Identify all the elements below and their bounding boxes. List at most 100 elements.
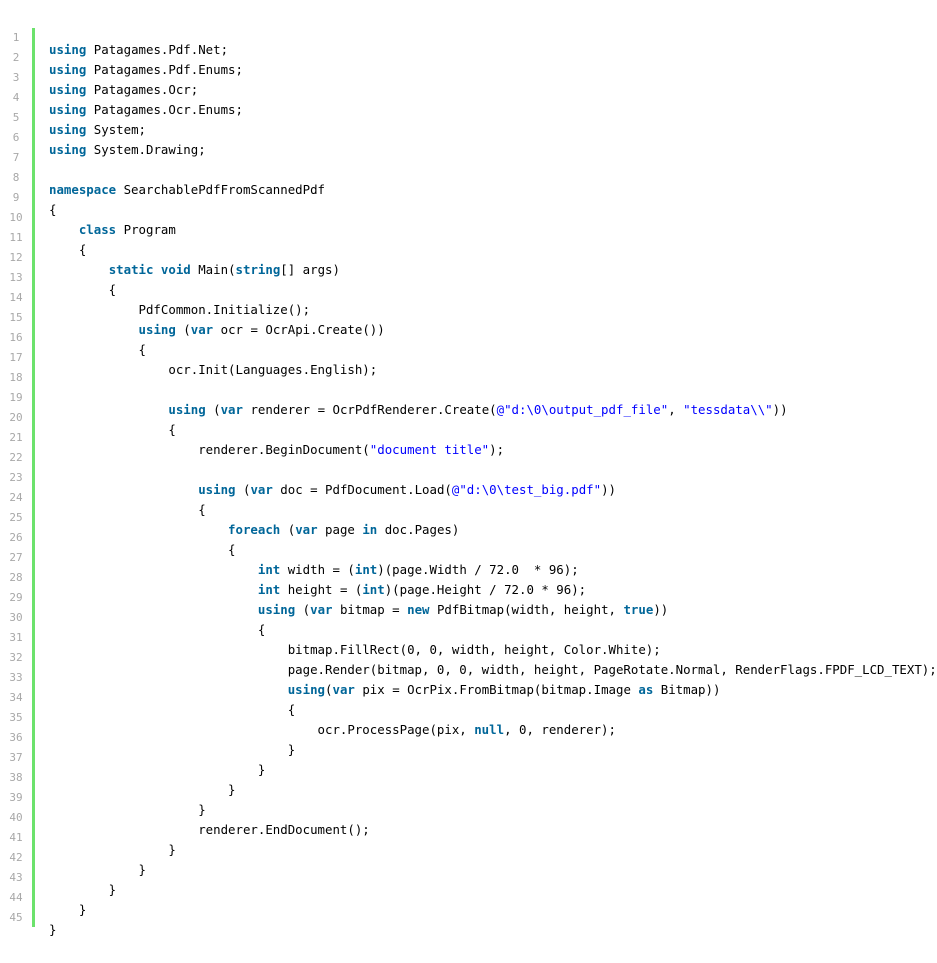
line-number: 33 (9, 671, 23, 684)
code-text: [] args) (280, 262, 340, 277)
line-number: 15 (9, 311, 23, 324)
code-text (153, 262, 160, 277)
line-number: 3 (12, 71, 20, 84)
code-line: { (49, 540, 937, 560)
code-text: width = ( (280, 562, 355, 577)
line-number: 7 (12, 151, 20, 164)
code-line: { (49, 240, 937, 260)
code-text: height = ( (280, 582, 363, 597)
code-text (49, 402, 168, 417)
code-keyword: new (407, 602, 430, 617)
code-line (49, 380, 937, 400)
code-text: page.Render(bitmap, 0, 0, width, height,… (49, 662, 937, 677)
code-text: ( (235, 482, 251, 497)
code-text: Main( (190, 262, 236, 277)
line-number: 25 (9, 511, 23, 524)
code-line: static void Main(string[] args) (49, 260, 937, 280)
line-number: 11 (9, 231, 23, 244)
code-keyword: var (295, 522, 318, 537)
code-keyword: using (49, 62, 87, 77)
line-number: 32 (9, 651, 23, 664)
line-number: 8 (12, 171, 20, 184)
code-text: ( (205, 402, 221, 417)
code-line: int width = (int)(page.Width / 72.0 * 96… (49, 560, 937, 580)
code-string: @"d:\0\test_big.pdf" (451, 482, 602, 497)
code-keyword: var (220, 402, 243, 417)
code-text: ( (280, 522, 296, 537)
line-number: 28 (9, 571, 23, 584)
code-line: bitmap.FillRect(0, 0, width, height, Col… (49, 640, 937, 660)
code-text (49, 602, 258, 617)
line-number: 5 (12, 111, 20, 124)
line-number: 1 (12, 31, 20, 44)
line-number: 36 (9, 731, 23, 744)
code-text: renderer = OcrPdfRenderer.Create( (242, 402, 497, 417)
code-line: page.Render(bitmap, 0, 0, width, height,… (49, 660, 937, 680)
line-number: 13 (9, 271, 23, 284)
code-keyword: using (49, 142, 87, 157)
line-number: 38 (9, 771, 23, 784)
code-line: using Patagames.Ocr; (49, 80, 937, 100)
code-line: class Program (49, 220, 937, 240)
code-text: ( (175, 322, 191, 337)
code-keyword: using (49, 102, 87, 117)
code-line: using System.Drawing; (49, 140, 937, 160)
code-keyword: using (138, 322, 176, 337)
code-line: using (var bitmap = new PdfBitmap(width,… (49, 600, 937, 620)
code-text: { (49, 622, 266, 637)
code-keyword: using (49, 42, 87, 57)
code-text: } (49, 882, 117, 897)
line-number: 37 (9, 751, 23, 764)
code-text: )(page.Width / 72.0 * 96); (377, 562, 579, 577)
line-number: 40 (9, 811, 23, 824)
code-text: } (49, 902, 87, 917)
code-line: ocr.ProcessPage(pix, null, 0, renderer); (49, 720, 937, 740)
code-text: System.Drawing; (86, 142, 206, 157)
code-text: )(page.Height / 72.0 * 96); (384, 582, 587, 597)
code-text: ocr = OcrApi.Create()) (213, 322, 385, 337)
code-text: doc = PdfDocument.Load( (272, 482, 452, 497)
code-text (49, 522, 228, 537)
line-number: 21 (9, 431, 23, 444)
code-text: ( (325, 682, 333, 697)
code-keyword: using (287, 682, 326, 697)
code-line: using Patagames.Pdf.Enums; (49, 60, 937, 80)
code-keyword: using (49, 82, 87, 97)
code-line: int height = (int)(page.Height / 72.0 * … (49, 580, 937, 600)
gutter-border (32, 28, 35, 927)
code-line: foreach (var page in doc.Pages) (49, 520, 937, 540)
line-number: 31 (9, 631, 23, 644)
code-text: { (49, 542, 236, 557)
line-number: 22 (9, 451, 23, 464)
line-number: 39 (9, 791, 23, 804)
code-keyword: in (362, 522, 378, 537)
code-text: { (49, 282, 117, 297)
code-line: using (var renderer = OcrPdfRenderer.Cre… (49, 400, 937, 420)
line-number: 42 (9, 851, 23, 864)
code-text: bitmap = (332, 602, 408, 617)
code-text: { (49, 342, 146, 357)
code-line: using(var pix = OcrPix.FromBitmap(bitmap… (49, 680, 937, 700)
code-text (49, 562, 258, 577)
line-number: 41 (9, 831, 23, 844)
code-text (49, 582, 258, 597)
code-text: doc.Pages) (377, 522, 460, 537)
line-number: 35 (9, 711, 23, 724)
code-block: using Patagames.Pdf.Net;using Patagames.… (49, 40, 937, 940)
line-number: 34 (9, 691, 23, 704)
code-text: renderer.BeginDocument( (49, 442, 370, 457)
code-line: } (49, 900, 937, 920)
line-number: 12 (9, 251, 23, 264)
code-keyword: int (362, 582, 385, 597)
code-keyword: using (49, 122, 87, 137)
code-keyword: namespace (49, 182, 117, 197)
code-keyword: int (257, 582, 281, 597)
code-line: renderer.BeginDocument("document title")… (49, 440, 937, 460)
code-text: Patagames.Ocr.Enums; (86, 102, 243, 117)
code-text: , 0, renderer); (504, 722, 616, 737)
code-line: } (49, 840, 937, 860)
line-number: 4 (12, 91, 20, 104)
code-text: ocr.ProcessPage(pix, (49, 722, 475, 737)
code-text: { (49, 422, 176, 437)
